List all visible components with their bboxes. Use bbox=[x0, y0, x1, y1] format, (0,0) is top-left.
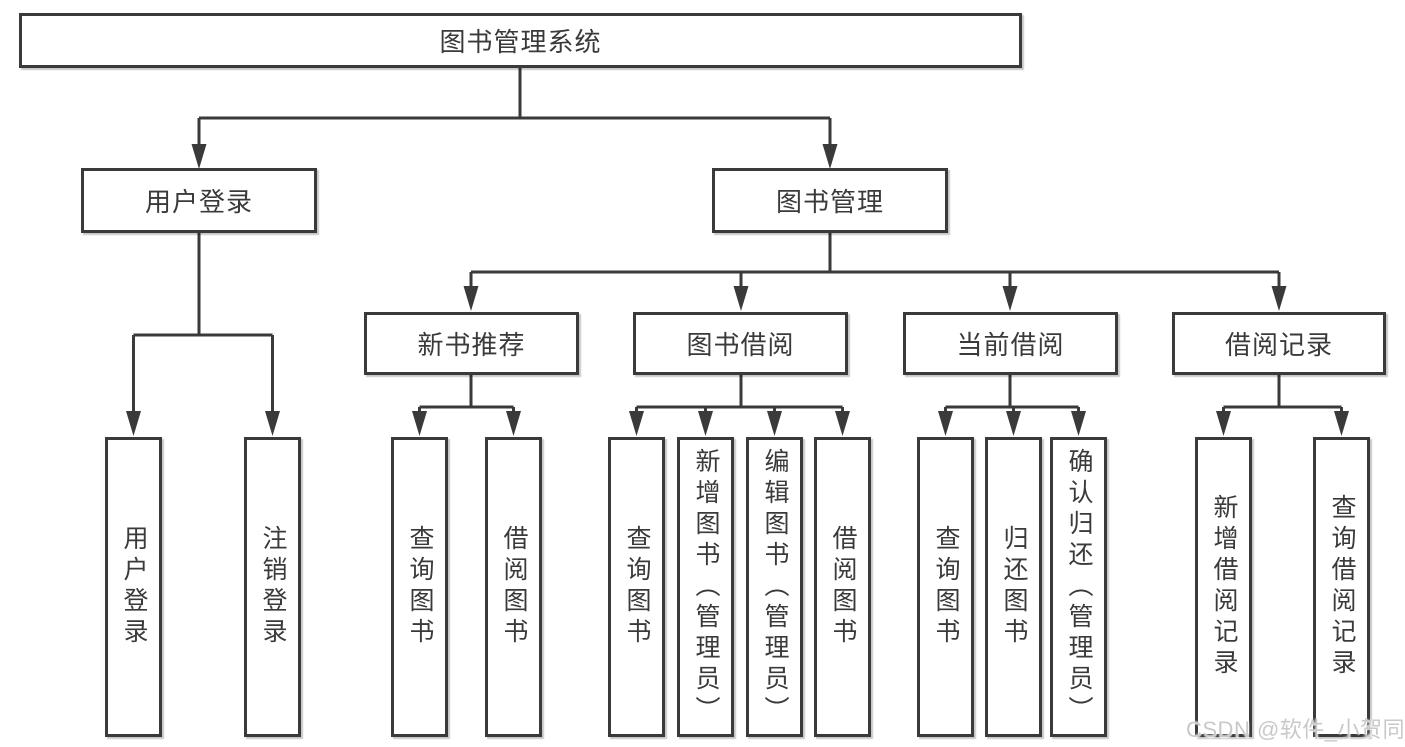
arrow-down-icon bbox=[822, 144, 838, 169]
node-user-login: 用户登录 bbox=[81, 168, 317, 233]
leaf-label: 注销登录 bbox=[259, 525, 287, 649]
arrow-down-icon bbox=[733, 286, 749, 311]
arrow-down-icon bbox=[1006, 411, 1021, 436]
leaf-label: 新增图书（管理员） bbox=[692, 447, 720, 727]
node-current-borrowing: 当前借阅 bbox=[903, 312, 1118, 375]
node-book-management: 图书管理 bbox=[712, 168, 948, 233]
leaf-return-book: 归还图书 bbox=[985, 437, 1042, 737]
leaf-label: 借阅图书 bbox=[500, 525, 528, 649]
leaf-query-books-borrow: 查询图书 bbox=[608, 437, 665, 737]
node-library-management-system: 图书管理系统 bbox=[19, 13, 1022, 68]
connector-book-management-children bbox=[463, 233, 1287, 311]
leaf-label: 查询图书 bbox=[932, 525, 960, 649]
leaf-edit-book-admin: 编辑图书（管理员） bbox=[746, 437, 803, 737]
leaf-logout: 注销登录 bbox=[244, 437, 301, 737]
arrow-down-icon bbox=[767, 411, 782, 436]
connector-root-to-level2 bbox=[191, 68, 838, 169]
arrow-down-icon bbox=[938, 411, 953, 436]
leaf-label: 查询图书 bbox=[406, 525, 434, 649]
leaf-query-borrow-record: 查询借阅记录 bbox=[1313, 437, 1370, 737]
arrow-down-icon bbox=[835, 411, 850, 436]
leaf-query-books-current: 查询图书 bbox=[917, 437, 974, 737]
arrow-down-icon bbox=[506, 411, 521, 436]
arrow-down-icon bbox=[629, 411, 644, 436]
node-book-borrowing: 图书借阅 bbox=[633, 312, 848, 375]
leaf-add-borrow-record: 新增借阅记录 bbox=[1195, 437, 1252, 737]
csdn-watermark: CSDN @软件_小贺同学 bbox=[1186, 717, 1405, 742]
arrow-down-icon bbox=[698, 411, 713, 436]
leaf-label: 查询图书 bbox=[623, 525, 651, 649]
connector-user-login-children bbox=[126, 233, 280, 436]
leaf-borrow-books: 借阅图书 bbox=[814, 437, 871, 737]
connector-current-borrow-children bbox=[938, 375, 1086, 436]
arrow-down-icon bbox=[1216, 411, 1231, 436]
leaf-add-book-admin: 新增图书（管理员） bbox=[677, 437, 734, 737]
arrow-down-icon bbox=[1071, 411, 1086, 436]
arrow-down-icon bbox=[412, 411, 427, 436]
arrow-down-icon bbox=[265, 411, 280, 436]
leaf-confirm-return-admin: 确认归还（管理员） bbox=[1050, 437, 1107, 737]
leaf-query-books-recommend: 查询图书 bbox=[391, 437, 448, 737]
leaf-label: 编辑图书（管理员） bbox=[761, 447, 789, 727]
leaf-label: 用户登录 bbox=[120, 525, 148, 649]
arrow-down-icon bbox=[1334, 411, 1349, 436]
connector-borrow-records-children bbox=[1216, 375, 1349, 436]
arrow-down-icon bbox=[463, 286, 479, 311]
arrow-down-icon bbox=[1002, 286, 1018, 311]
leaf-label: 查询借阅记录 bbox=[1328, 494, 1356, 680]
connector-book-borrow-children bbox=[629, 375, 850, 436]
leaf-label: 借阅图书 bbox=[829, 525, 857, 649]
leaf-borrow-books-recommend: 借阅图书 bbox=[485, 437, 542, 737]
leaf-label: 确认归还（管理员） bbox=[1065, 447, 1093, 727]
leaf-user-login: 用户登录 bbox=[105, 437, 162, 737]
arrow-down-icon bbox=[191, 144, 207, 169]
node-new-book-recommendation: 新书推荐 bbox=[364, 312, 579, 375]
leaf-label: 新增借阅记录 bbox=[1210, 494, 1238, 680]
node-borrowing-records: 借阅记录 bbox=[1172, 312, 1386, 375]
arrow-down-icon bbox=[126, 411, 141, 436]
connector-new-book-children bbox=[412, 375, 521, 436]
arrow-down-icon bbox=[1271, 286, 1287, 311]
leaf-label: 归还图书 bbox=[1000, 525, 1028, 649]
